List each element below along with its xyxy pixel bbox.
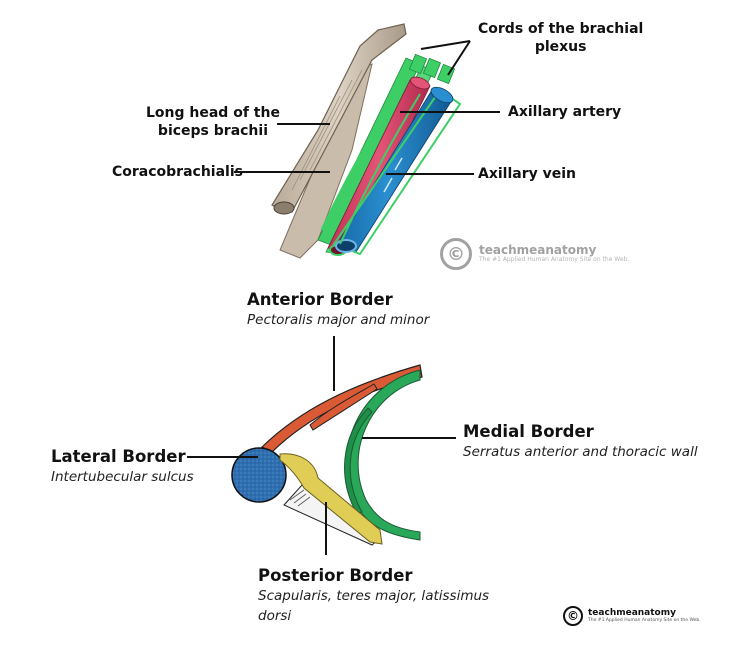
copyright-icon: © [440, 238, 472, 270]
pectoralis-major [260, 364, 423, 453]
watermark-tagline: The #1 Applied Human Anatomy Site on the… [588, 617, 701, 623]
label-biceps-line1: Long head of the [146, 105, 280, 121]
label-axillary-vein: Axillary vein [478, 166, 576, 182]
anterior-border-title: Anterior Border [247, 290, 393, 309]
nerve-strand [320, 79, 410, 231]
label-biceps-long-head: Long head of the biceps brachii [146, 104, 280, 140]
subscapularis [279, 453, 383, 545]
axillary-vein [332, 86, 462, 256]
anterior-border-subtitle: Pectoralis major and minor [247, 312, 430, 328]
watermark-name: teachmeanatomy [479, 243, 597, 258]
humerus-head [231, 447, 287, 503]
pectoralis-minor [309, 383, 378, 431]
medial-border-subtitle: Serratus anterior and thoracic wall [463, 444, 698, 460]
label-cords-line2: plexus [534, 39, 587, 55]
nerve-strand [339, 93, 421, 245]
bottom-leader-lines [187, 336, 456, 555]
biceps-long-head-muscle [271, 23, 407, 215]
label-biceps-line2: biceps brachii [157, 123, 269, 139]
watermark-bottom: © teachmeanatomy The #1 Applied Human An… [563, 606, 701, 626]
posterior-border-title: Posterior Border [258, 566, 413, 585]
watermark-tagline: The #1 Applied Human Anatomy Site on the… [479, 256, 630, 264]
watermark-name: teachmeanatomy [588, 607, 676, 618]
lateral-border-title: Lateral Border [51, 447, 186, 466]
medial-border-title: Medial Border [463, 422, 594, 441]
label-cords-line1: Cords of the brachial [478, 21, 644, 37]
lateral-border-subtitle: Intertubecular sulcus [51, 469, 194, 485]
posterior-border-subtitle-line2: dorsi [258, 608, 292, 624]
copyright-icon: © [563, 606, 583, 626]
label-coracobrachialis: Coracobrachialis [112, 164, 243, 180]
posterior-border-subtitle-line1: Scapularis, teres major, latissimus [258, 588, 490, 604]
watermark-top: © teachmeanatomy The #1 Applied Human An… [440, 238, 629, 270]
label-cords-brachial-plexus: Cords of the brachial plexus [478, 20, 643, 56]
top-leader-lines [234, 40, 500, 175]
label-axillary-artery: Axillary artery [508, 104, 622, 120]
